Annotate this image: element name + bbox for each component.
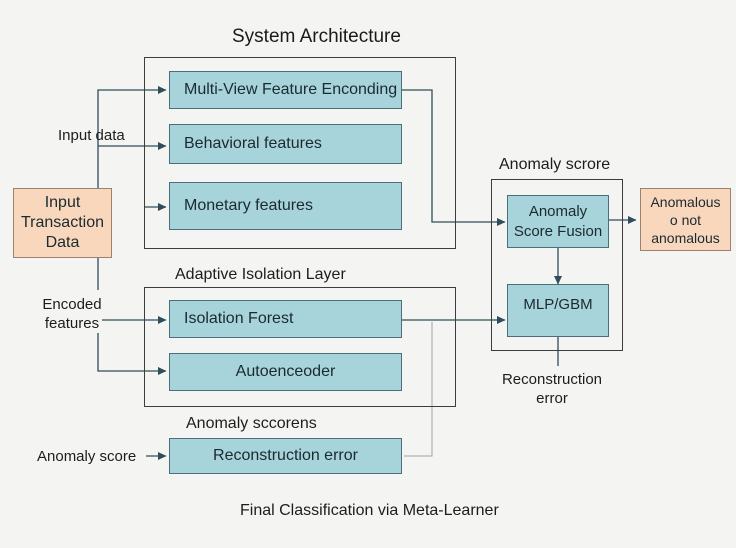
reconstruction-error-node: Reconstruction error [169, 438, 402, 474]
edge-multiview-to-fusion [402, 89, 506, 226]
autoencoder-node: Autoenceoder [169, 353, 402, 391]
input-transaction-node: Input Transaction Data [13, 188, 112, 258]
anomaly-score-heading: Anomaly scrore [499, 156, 611, 173]
anomaly-score-input-label: Anomaly score [37, 448, 137, 465]
scoring-frame [491, 179, 623, 351]
anomaly-scores-heading: Anomaly sccorens [186, 415, 317, 432]
edge-autoencoder-to-reconstruction [404, 322, 433, 457]
behavioral-features-node: Behavioral features [169, 124, 402, 164]
anomaly-score-fusion-node: Anomaly Score Fusion [507, 195, 609, 248]
encoded-features-label: Encoded features [42, 296, 102, 332]
input-data-label: Input data [58, 127, 125, 144]
isolation-layer-frame [144, 287, 456, 407]
edge-input-to-multiview [97, 86, 167, 188]
monetary-features-node: Monetary features [169, 182, 402, 230]
output-classification-node: Anomalous o not anomalous [640, 188, 731, 251]
edge-to-autoencoder [97, 333, 167, 375]
adaptive-isolation-layer-heading: Adaptive Isolation Layer [175, 266, 346, 283]
multiview-encoding-node: Multi-View Feature Enconding [169, 71, 402, 109]
mlp-gbm-node: MLP/GBM [507, 284, 609, 337]
reconstruction-error-label: Reconstruction error [501, 371, 603, 407]
diagram-title: System Architecture [232, 26, 401, 47]
feature-encoding-frame [144, 57, 456, 249]
isolation-forest-node: Isolation Forest [169, 300, 402, 338]
footer-caption: Final Classification via Meta-Learner [240, 502, 499, 519]
